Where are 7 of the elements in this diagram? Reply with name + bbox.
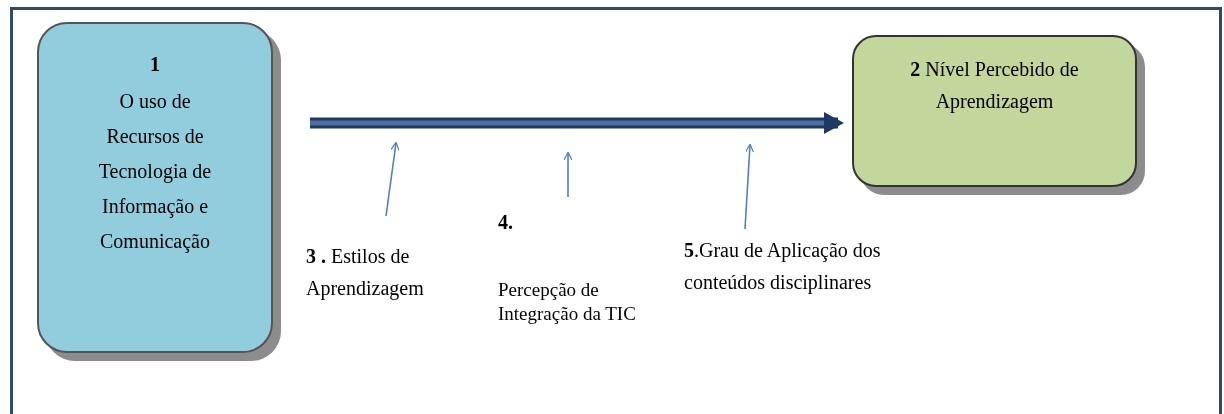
text-label: 3 . Estilos de Aprendizagem bbox=[306, 244, 425, 302]
number-label: 1 bbox=[150, 52, 160, 77]
text-label: O uso de Recursos de Tecnologia de Informação e Comunicação bbox=[97, 89, 213, 255]
number-label: 4. bbox=[498, 210, 514, 235]
text-label: 5.Grau de Aplicação dos conteúdos disciplinares bbox=[684, 238, 882, 296]
text-label: Percepção de Integração da TIC bbox=[498, 278, 637, 326]
text-label: 2 Nível Percebido de Aprendizagem bbox=[909, 57, 1080, 115]
